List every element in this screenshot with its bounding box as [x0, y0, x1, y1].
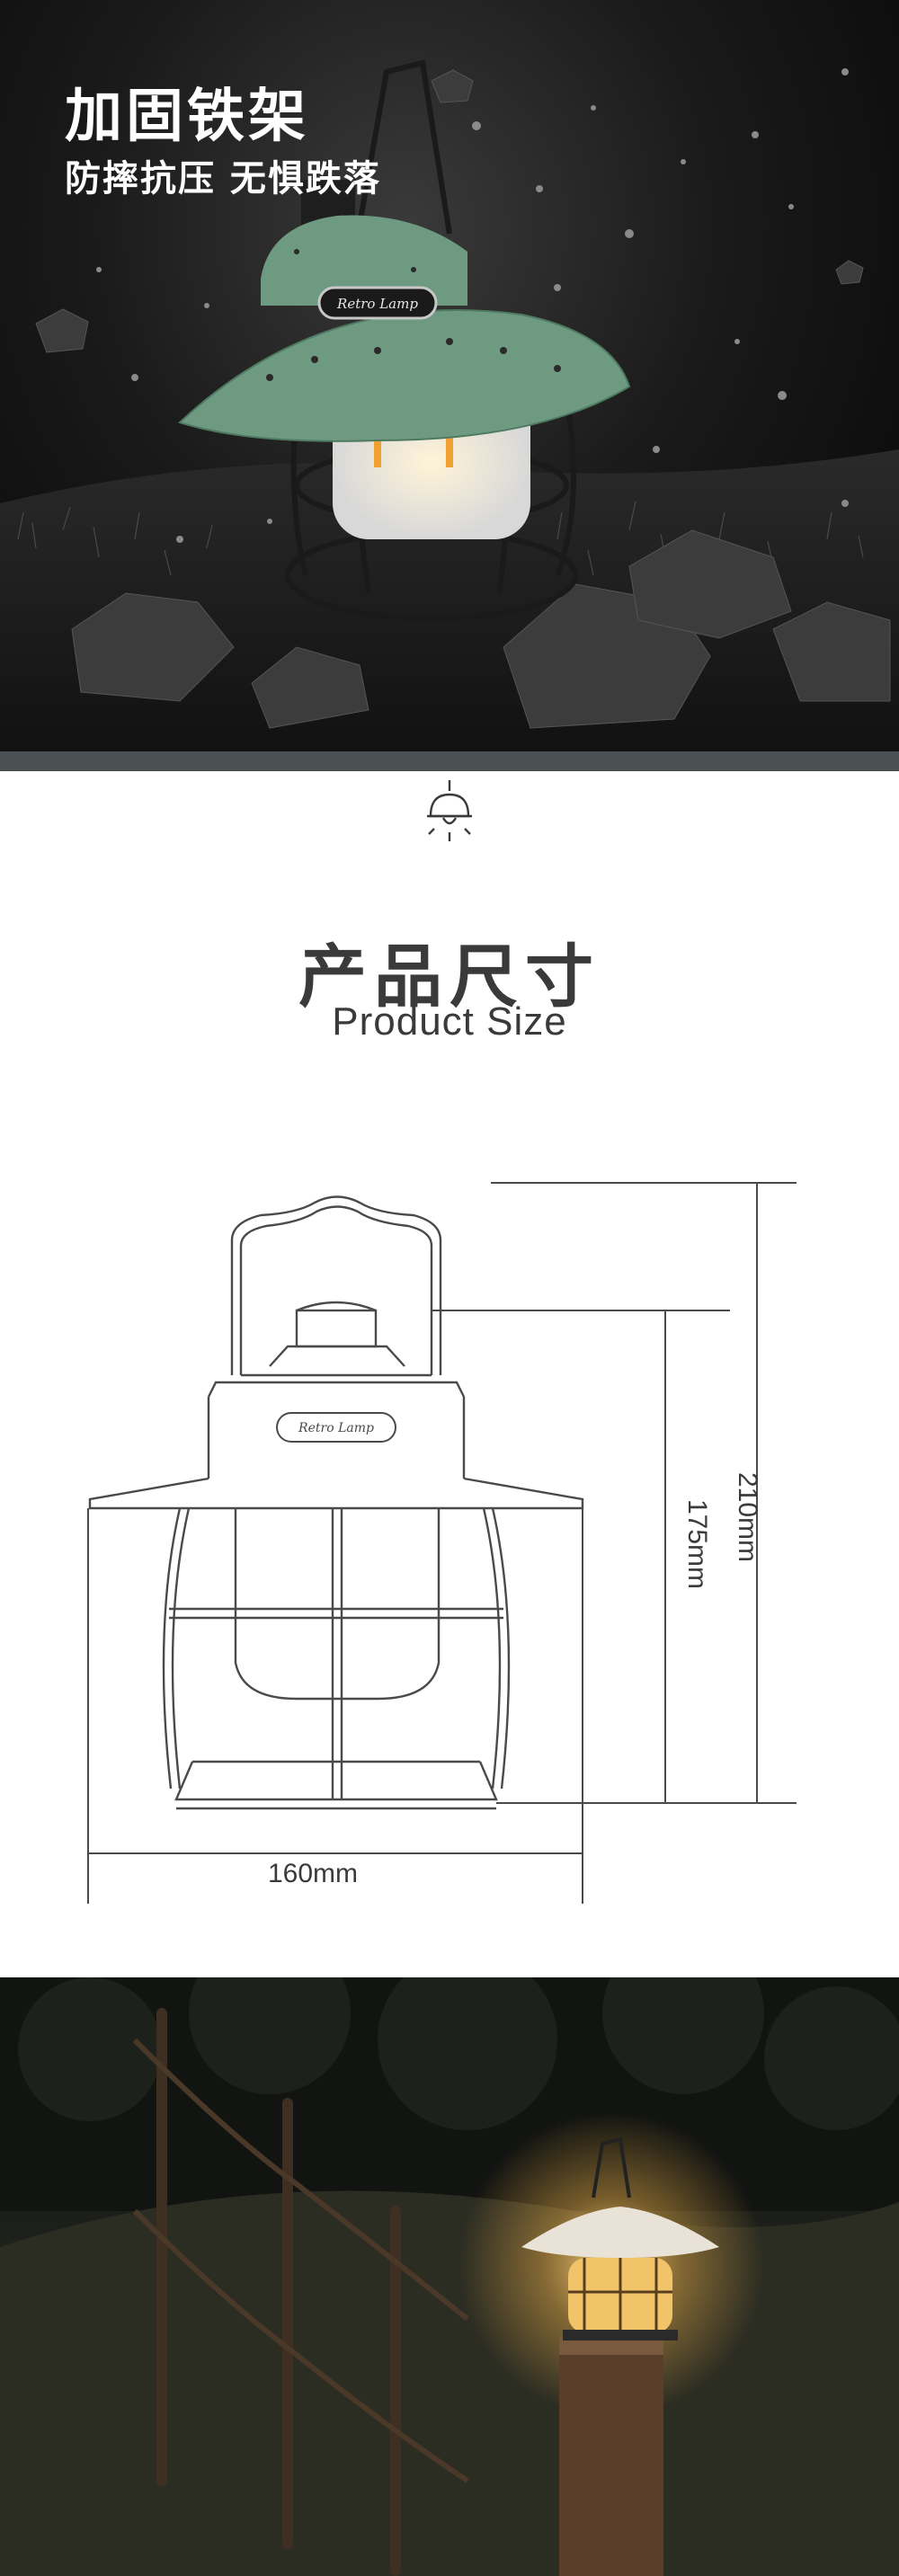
hero-illustration: Retro Lamp — [0, 59, 899, 751]
lamp-outline — [88, 1195, 584, 1810]
night-lamp-handle — [592, 2136, 631, 2198]
lamp-badge — [317, 286, 438, 320]
lamp-shade-brim — [178, 309, 631, 442]
hanging-lamp-icon — [427, 780, 472, 841]
hero-subtitle: 防摔抗压 无惧跌落 — [65, 157, 381, 200]
size-section-subtitle: Product Size — [332, 999, 567, 1044]
size-section-title: 产品尺寸 — [298, 937, 601, 1017]
hill — [0, 2190, 899, 2576]
drawing-badge — [276, 1412, 396, 1443]
night-lamp-cage — [568, 2258, 672, 2333]
lamp-shade-top — [261, 215, 467, 306]
grass — [17, 501, 864, 576]
dimension-lines — [87, 1182, 797, 1904]
wooden-post — [559, 2337, 663, 2576]
hero-title: 加固铁架 — [65, 83, 309, 150]
drawing-badge-text: Retro Lamp — [298, 1421, 374, 1435]
fence-rope — [132, 2038, 469, 2483]
shade-holes — [266, 249, 561, 381]
lamp-handle — [357, 59, 452, 235]
rocks — [35, 69, 891, 729]
dimension-body-height: 175mm — [682, 1499, 712, 1590]
night-lamp-shade — [521, 2207, 719, 2258]
dimension-width: 160mm — [268, 1859, 359, 1888]
foliage — [18, 1977, 899, 2130]
night-illustration — [0, 1977, 899, 2576]
dimension-total-height: 210mm — [733, 1472, 762, 1563]
night-scene — [0, 1977, 899, 2576]
lamp-badge-text: Retro Lamp — [336, 296, 418, 312]
section-divider-bar — [0, 751, 899, 771]
hero-banner: Retro Lamp 加固铁架 防摔抗压 无惧跌落 — [0, 0, 899, 751]
debris — [96, 68, 849, 543]
lamp-dimension-drawing: Retro Lamp — [87, 1182, 797, 1904]
